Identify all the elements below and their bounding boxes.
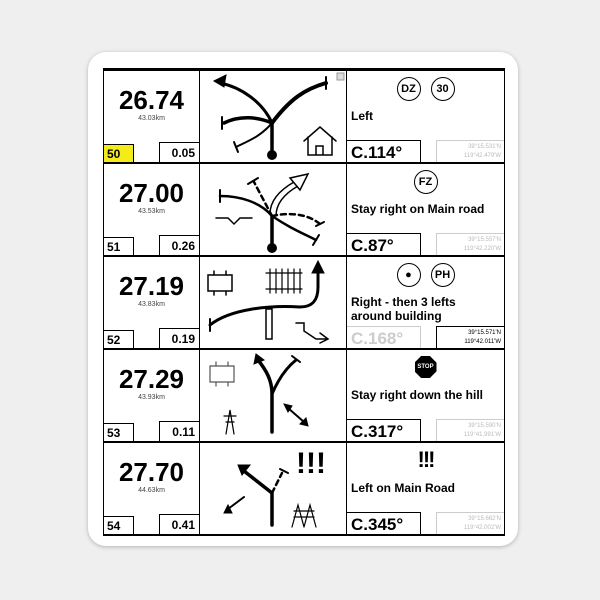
- total-km: 43.83km: [138, 301, 165, 308]
- box-number: 54: [104, 516, 134, 534]
- instruction-cell: STOP Stay right down the hill C.317° 39°…: [347, 350, 504, 441]
- distance-cell: 27.29 43.93km 53 0.11: [104, 350, 200, 441]
- distance-cell: 27.70 44.63km 54 0.41: [104, 443, 200, 534]
- tulip-stay-right-icon: [215, 172, 325, 253]
- roadbook: 26.74 43.03km 50 0.05 DZ 30 Left C.114° 3…: [103, 68, 505, 536]
- gps-coordinates: 39°15.662'N 119°42.002'W: [436, 512, 504, 534]
- roadbook-row: 27.70 44.63km 54 0.41 !!! !!! Left on Ma…: [104, 443, 504, 536]
- total-km: 43.03km: [138, 115, 165, 122]
- instruction-cell: FZ Stay right on Main road C.87° 39°15.5…: [347, 164, 504, 255]
- gps-coordinates: 39°15.531'N 119°42.479'W: [436, 140, 504, 162]
- roadbook-row: 26.74 43.03km 50 0.05 DZ 30 Left C.114° 3…: [104, 71, 504, 164]
- distance-cell: 27.00 43.53km 51 0.26: [104, 164, 200, 255]
- latitude: 39°15.531'N: [468, 144, 501, 150]
- longitude: 119°42.011'W: [464, 339, 501, 345]
- cap-heading: C.87°: [347, 233, 421, 255]
- tulip-diagram: [200, 164, 347, 255]
- partial-distance: 0.11: [159, 421, 199, 441]
- stop-sign-icon: STOP: [414, 356, 437, 378]
- total-distance: 27.70: [118, 457, 185, 487]
- danger-marker: !!!: [296, 447, 326, 480]
- total-km: 43.53km: [138, 208, 165, 215]
- total-km: 43.93km: [138, 394, 165, 401]
- tree-stump-icon: ●: [396, 263, 421, 287]
- gps-coordinates: 39°15.590'N 119°41.991'W: [436, 419, 504, 441]
- total-distance: 27.29: [118, 364, 185, 394]
- box-number: 52: [104, 330, 134, 348]
- cap-heading: C.345°: [347, 512, 421, 534]
- longitude: 119°42.002'W: [463, 525, 501, 531]
- tulip-diagram: !!!: [200, 443, 347, 534]
- cap-heading: C.114°: [347, 140, 421, 162]
- instruction-text: Left on Main Road: [351, 481, 455, 495]
- latitude: 39°15.590'N: [468, 423, 501, 429]
- box-number: 53: [104, 423, 134, 441]
- longitude: 119°42.220'W: [463, 246, 501, 252]
- instruction-cell: !!! Left on Main Road C.345° 39°15.662'N…: [347, 443, 504, 534]
- longitude: 119°41.991'W: [463, 432, 501, 438]
- latitude: 39°15.662'N: [468, 516, 501, 522]
- instruction-text: Stay right on Main road: [351, 202, 485, 216]
- tulip-left-danger-icon: !!!: [223, 447, 326, 528]
- roadbook-row: 27.29 43.93km 53 0.11 STOP Stay right do…: [104, 350, 504, 443]
- partial-distance: 0.26: [159, 235, 199, 255]
- longitude: 119°42.479'W: [463, 153, 501, 159]
- sign-fz-icon: FZ: [413, 170, 438, 194]
- sticker: [88, 52, 518, 546]
- sign-dz-icon: DZ: [396, 77, 421, 101]
- distance-cell: 26.74 43.03km 50 0.05: [104, 71, 200, 162]
- tulip-keep-right-icon: [209, 353, 309, 435]
- total-distance: 27.00: [118, 178, 185, 208]
- partial-distance: 0.41: [159, 514, 199, 534]
- total-distance: 27.19: [118, 271, 185, 301]
- danger-icon: !!!: [417, 447, 436, 472]
- instruction-cell: ● PH Right - then 3 lefts around building…: [347, 257, 504, 348]
- partial-distance: 0.19: [159, 328, 199, 348]
- instruction-cell: DZ 30 Left C.114° 39°15.531'N 119°42.479'W: [347, 71, 504, 162]
- tulip-diagram: [200, 71, 347, 162]
- instruction-text: Stay right down the hill: [351, 388, 483, 402]
- box-number: 51: [104, 237, 134, 255]
- distance-cell: 27.19 43.83km 52 0.19: [104, 257, 200, 348]
- sign-ph-icon: PH: [430, 263, 455, 287]
- tulip-diagram: [200, 350, 347, 441]
- instruction-text: Right - then 3 lefts around building: [351, 295, 456, 323]
- cap-heading: C.168°: [347, 326, 421, 348]
- gps-coordinates: 39°15.557'N 119°42.220'W: [436, 233, 504, 255]
- roadbook-row: 27.00 43.53km 51 0.26 FZ Stay right on M…: [104, 164, 504, 257]
- gps-coordinates: 39°15.571'N 119°42.011'W: [436, 326, 504, 348]
- partial-distance: 0.05: [159, 142, 199, 162]
- speed-30-icon: 30: [430, 77, 455, 101]
- total-distance: 26.74: [118, 85, 185, 115]
- latitude: 39°15.571'N: [468, 330, 501, 336]
- tulip-left-icon: [212, 72, 345, 160]
- box-number: 50: [104, 144, 134, 162]
- tulip-diagram: [200, 257, 347, 348]
- latitude: 39°15.557'N: [468, 237, 501, 243]
- tulip-right-building-icon: [207, 259, 330, 344]
- total-km: 44.63km: [138, 487, 165, 494]
- instruction-text: Left: [351, 109, 373, 123]
- roadbook-row: 27.19 43.83km 52 0.19 ● PH Right - then 3…: [104, 257, 504, 350]
- cap-heading: C.317°: [347, 419, 421, 441]
